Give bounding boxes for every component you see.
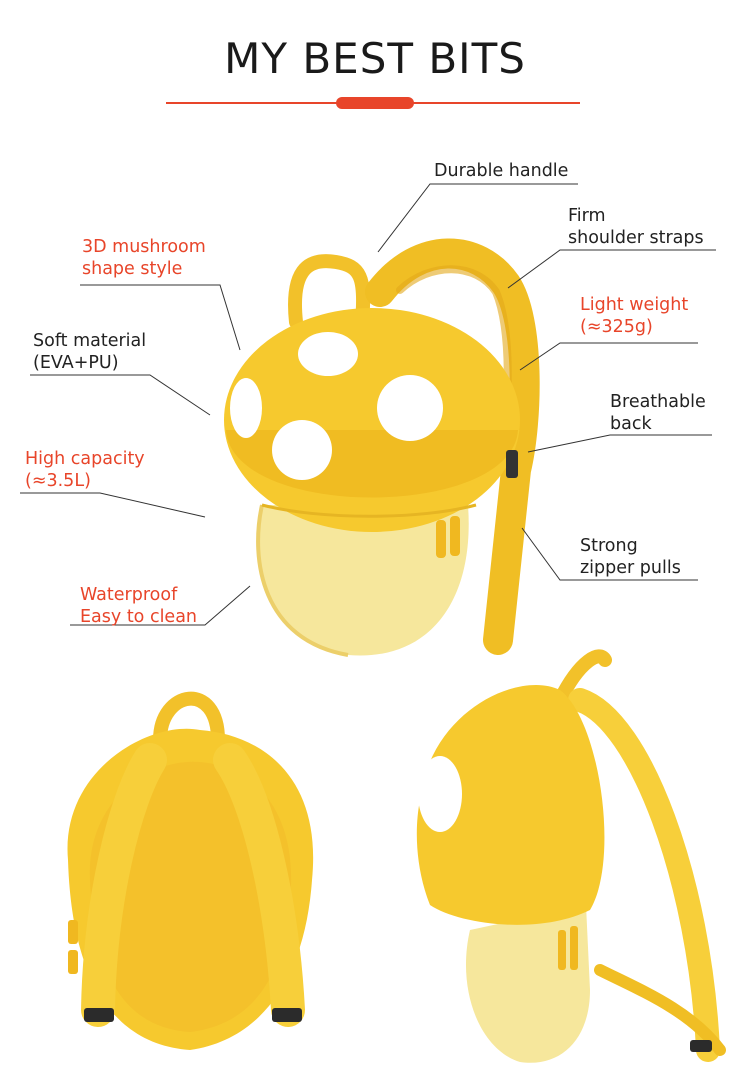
callout-zipper-pulls: Strong zipper pulls (580, 536, 681, 578)
callout-waterproof: Waterproof Easy to clean (80, 585, 198, 627)
page-title: MY BEST BITS (224, 34, 526, 83)
callout-light-weight: Light weight (≈325g) (580, 295, 689, 337)
callout-lines (20, 183, 716, 626)
callout-high-capacity: High capacity (≈3.5L) (25, 449, 145, 491)
front-backpack-image (224, 238, 540, 657)
callout-mushroom-shape: 3D mushroom shape style (82, 237, 206, 279)
callout-shoulder-straps: Firm shoulder straps (568, 206, 704, 248)
back-view-image (67, 691, 314, 1050)
callout-soft-material: Soft material (EVA+PU) (33, 331, 147, 373)
title-accent-pill (336, 97, 414, 109)
callout-breathable-back: Breathable back (610, 392, 706, 434)
side-view-image (416, 649, 726, 1063)
callout-durable-handle: Durable handle (434, 161, 569, 181)
